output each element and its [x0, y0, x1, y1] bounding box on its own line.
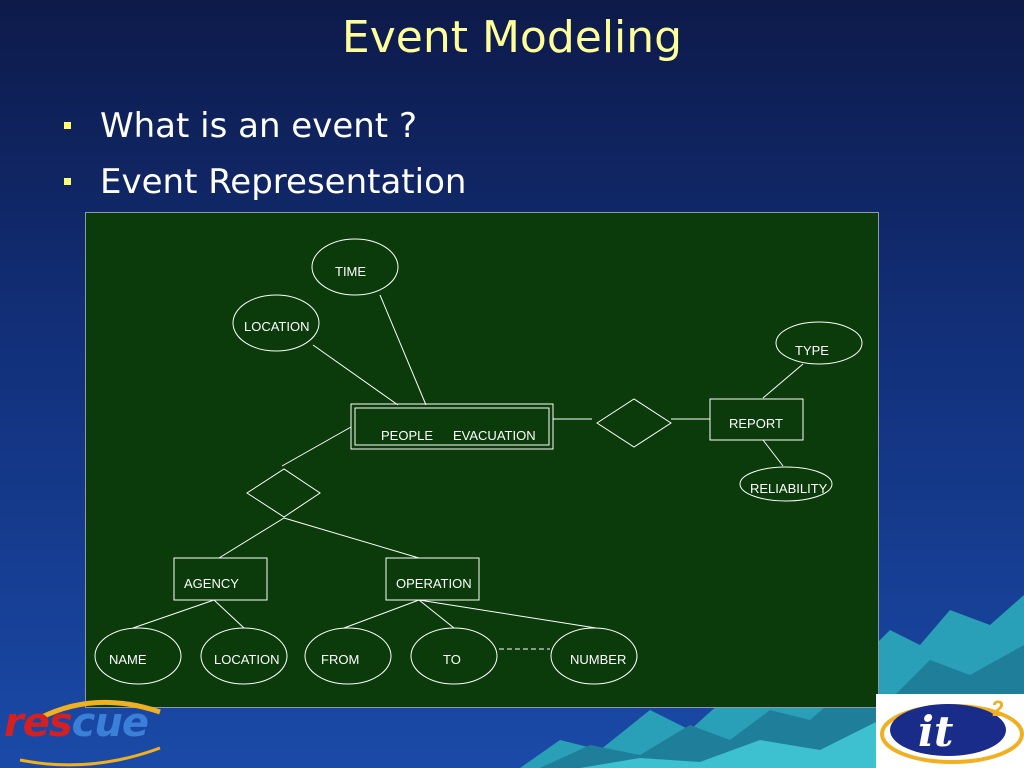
entity-people-evacuation-outer	[350, 403, 554, 450]
bullet-list: What is an event ? Event Representation	[60, 100, 466, 212]
entity-people-evacuation-inner	[354, 407, 550, 446]
relationship-isa-diamond	[246, 468, 321, 518]
label-from: FROM	[321, 652, 359, 667]
it2-logo-icon: it 2	[880, 696, 1024, 764]
entity-operation-box	[385, 557, 480, 601]
entity-report-box	[709, 398, 804, 441]
label-evacuation: EVACUATION	[453, 428, 536, 443]
rescue-swoosh-icon	[19, 699, 161, 767]
label-number: NUMBER	[570, 652, 626, 667]
bullet-text: Event Representation	[100, 162, 467, 202]
label-to: TO	[443, 652, 461, 667]
label-name: NAME	[109, 652, 147, 667]
rescue-wordmark: rescue	[4, 700, 149, 746]
er-diagram: TIME LOCATION TYPE PEOPLE EVACUATION REP…	[85, 212, 879, 708]
attr-to-ellipse	[410, 627, 498, 685]
label-time: TIME	[335, 264, 366, 279]
bullet-marker-icon	[64, 178, 71, 185]
label-agency: AGENCY	[184, 576, 239, 591]
attr-from-ellipse	[304, 627, 392, 685]
er-diagram-canvas: TIME LOCATION TYPE PEOPLE EVACUATION REP…	[94, 238, 863, 685]
attr-name-ellipse	[94, 627, 182, 685]
label-report: REPORT	[729, 416, 783, 431]
attr-time-ellipse	[311, 238, 399, 296]
attr-type-ellipse	[775, 321, 863, 365]
rescue-logo: rescue	[0, 690, 170, 768]
label-people: PEOPLE	[381, 428, 433, 443]
attr-location-top-ellipse	[232, 294, 320, 352]
label-location-bottom: LOCATION	[214, 652, 280, 667]
attr-reliability-ellipse	[739, 466, 833, 502]
relationship-report-diamond	[596, 398, 672, 448]
slide-title: Event Modeling	[341, 12, 683, 63]
bullet-item-what-is-event: What is an event ?	[60, 100, 466, 156]
label-type: TYPE	[795, 343, 829, 358]
svg-text:it: it	[918, 707, 953, 756]
it2-logo: it 2	[876, 694, 1024, 768]
attr-location-bottom-ellipse	[200, 627, 288, 685]
entity-agency-box	[173, 557, 268, 601]
label-reliability: RELIABILITY	[750, 481, 828, 496]
svg-text:2: 2	[992, 696, 1004, 721]
attr-number-ellipse	[550, 627, 638, 685]
label-location-top: LOCATION	[244, 319, 310, 334]
label-operation: OPERATION	[396, 576, 472, 591]
bullet-item-event-representation: Event Representation	[60, 156, 466, 212]
bullet-text: What is an event ?	[100, 106, 417, 146]
bullet-marker-icon	[64, 122, 71, 129]
